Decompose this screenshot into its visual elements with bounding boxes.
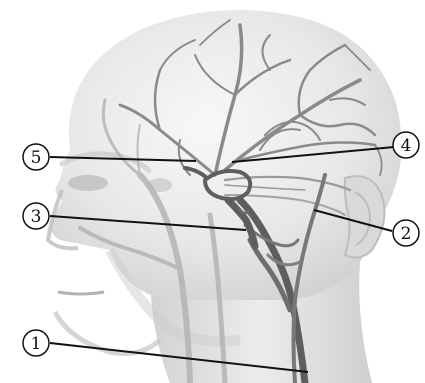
eye-shadow	[68, 175, 108, 191]
marker-number: 4	[401, 136, 412, 156]
marker-2: 2	[393, 220, 419, 246]
marker-1: 1	[23, 330, 49, 356]
marker-4: 4	[393, 132, 419, 158]
marker-3: 3	[23, 203, 49, 229]
marker-5: 5	[23, 144, 49, 170]
marker-number: 1	[31, 334, 42, 354]
marker-number: 2	[401, 224, 412, 244]
marker-number: 3	[31, 207, 42, 227]
marker-number: 5	[31, 148, 42, 168]
